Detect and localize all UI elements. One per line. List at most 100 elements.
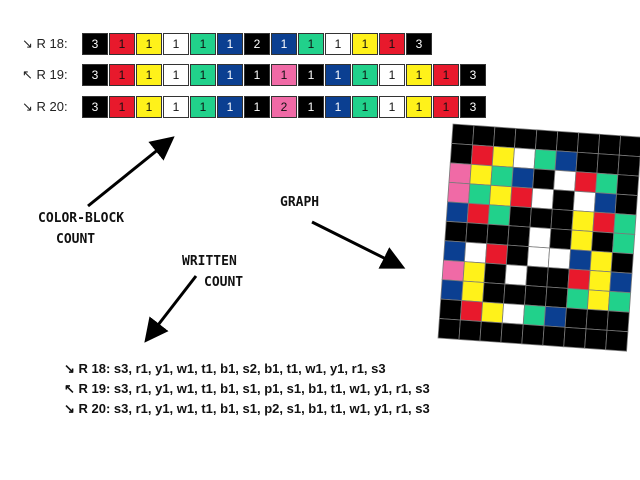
row-label: ↖ R 19: xyxy=(22,67,68,82)
graph-cell xyxy=(487,204,511,227)
written-row: ↘ R 20: s3, r1, y1, w1, t1, b1, s1, p2, … xyxy=(64,401,430,416)
graph-cell xyxy=(508,205,532,228)
graph-cell xyxy=(528,226,552,249)
color-block: 1 xyxy=(298,64,324,86)
graph-cell xyxy=(567,268,591,291)
graph-cell xyxy=(532,168,556,191)
graph-cell xyxy=(470,144,494,167)
graph-cell xyxy=(503,283,527,306)
row-label: ↘ R 20: xyxy=(22,99,68,114)
color-block: 2 xyxy=(271,96,297,118)
graph-cell xyxy=(589,250,613,273)
graph-cell xyxy=(466,202,490,225)
graph-cell xyxy=(480,301,505,324)
graph-cell xyxy=(462,261,486,283)
color-block: 1 xyxy=(352,96,378,118)
graph-cell xyxy=(479,321,503,343)
graph-cell xyxy=(555,130,580,153)
color-block: 1 xyxy=(190,64,216,86)
graph-cell xyxy=(504,264,528,286)
graph-cell xyxy=(465,222,489,245)
graph-cell xyxy=(530,187,555,210)
graph-cell xyxy=(524,285,548,307)
graph-cell xyxy=(596,153,620,176)
color-block: 1 xyxy=(190,33,216,55)
color-block: 3 xyxy=(406,33,432,55)
color-block: 1 xyxy=(352,33,378,55)
color-block: 1 xyxy=(325,33,351,55)
graph-cell xyxy=(551,189,576,212)
graph-cell xyxy=(546,267,570,289)
graph-cell xyxy=(451,123,475,146)
graph-cell xyxy=(514,127,538,150)
graph-cell xyxy=(586,289,611,312)
graph-cell xyxy=(593,192,617,214)
graph-cell xyxy=(572,190,596,213)
graph-cell xyxy=(609,271,633,294)
color-block: 3 xyxy=(460,64,486,86)
graph-cell xyxy=(444,220,468,243)
graph-cell xyxy=(511,166,535,189)
graph-cell xyxy=(612,232,636,255)
color-block: 1 xyxy=(325,64,351,86)
color-block: 1 xyxy=(190,96,216,118)
color-block: 1 xyxy=(244,96,270,118)
graph-cell xyxy=(512,147,536,170)
graph-cell xyxy=(526,246,551,268)
graph-cell xyxy=(469,163,493,186)
graph-cell xyxy=(443,240,467,263)
color-block: 1 xyxy=(298,33,324,55)
color-block: 3 xyxy=(82,33,108,55)
color-block: 1 xyxy=(109,33,135,55)
graph-cell xyxy=(522,304,546,327)
graph-cell xyxy=(610,252,634,274)
graph-cell xyxy=(591,231,615,253)
graph-cell xyxy=(570,229,594,252)
graph-cell xyxy=(489,184,513,207)
graph-cell xyxy=(553,169,577,192)
color-block: 1 xyxy=(163,64,189,86)
graph-cell xyxy=(563,326,587,349)
graph-arrow xyxy=(311,220,406,269)
color-block: 1 xyxy=(109,64,135,86)
graph-cell xyxy=(568,249,592,271)
color-block: 1 xyxy=(406,64,432,86)
color-block-count-label: COUNT xyxy=(56,232,96,247)
graph-cell xyxy=(595,172,619,195)
graph-cell xyxy=(490,165,514,188)
graph-cell xyxy=(607,290,632,313)
graph-cell xyxy=(468,183,492,206)
graph-cell xyxy=(613,213,637,235)
graph-cell xyxy=(535,129,559,152)
color-block: 1 xyxy=(244,64,270,86)
graph-cell xyxy=(550,208,574,231)
graph-cell xyxy=(482,282,506,304)
graph-cell xyxy=(486,223,510,246)
graph-cell xyxy=(445,201,469,224)
color-block: 1 xyxy=(217,33,243,55)
graph-cell xyxy=(585,308,609,331)
written-row: ↖ R 19: s3, r1, y1, w1, t1, b1, s1, p1, … xyxy=(64,381,430,396)
color-block: 3 xyxy=(82,64,108,86)
graph-cell xyxy=(441,259,465,282)
graph-cell xyxy=(525,265,549,288)
graph-cell xyxy=(554,150,578,173)
graph-cell xyxy=(483,262,507,285)
graph-cell xyxy=(547,247,571,270)
color-block: 1 xyxy=(379,33,405,55)
graph-cell xyxy=(574,171,598,194)
graph-cell xyxy=(472,125,496,147)
color-block: 1 xyxy=(271,64,297,86)
color-block: 1 xyxy=(379,64,405,86)
written-count-arrow xyxy=(144,275,198,343)
graph-cell xyxy=(458,319,482,342)
color-block: 1 xyxy=(271,33,297,55)
color-block: 1 xyxy=(433,96,459,118)
color-block: 1 xyxy=(298,96,324,118)
color-block: 1 xyxy=(352,64,378,86)
graph-cell xyxy=(464,241,488,264)
